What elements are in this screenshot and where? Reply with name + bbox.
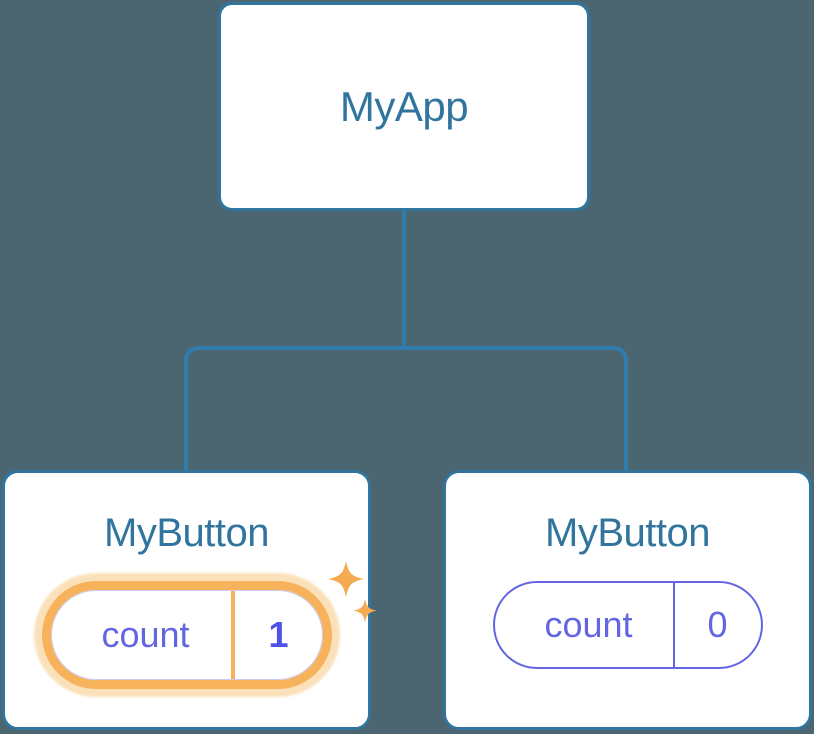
tree-node-root[interactable]: MyApp <box>218 2 590 211</box>
sparkle-small-icon <box>352 599 377 623</box>
state-key-label: count <box>101 614 190 655</box>
node-title: MyApp <box>339 82 469 130</box>
state-pill-active[interactable]: count 1 <box>41 581 332 689</box>
state-key-label: count <box>544 604 633 645</box>
state-value-label: 1 <box>230 590 323 680</box>
state-pill-idle[interactable]: count 0 <box>492 581 763 669</box>
node-title: MyButton <box>104 511 269 555</box>
connector-branch-left <box>184 346 404 472</box>
tree-node-child-right[interactable]: MyButton count 0 <box>443 470 812 730</box>
state-value-label: 0 <box>672 583 761 667</box>
state-pill-wrapper: count 1 <box>33 561 377 697</box>
tree-node-child-left[interactable]: MyButton count 1 <box>2 470 377 730</box>
sparkle-group <box>320 559 390 639</box>
connector-branch-right <box>404 346 628 472</box>
node-title: MyButton <box>545 511 710 555</box>
sparkle-large-icon <box>327 561 364 597</box>
state-pill-wrapper: count 0 <box>492 581 763 669</box>
